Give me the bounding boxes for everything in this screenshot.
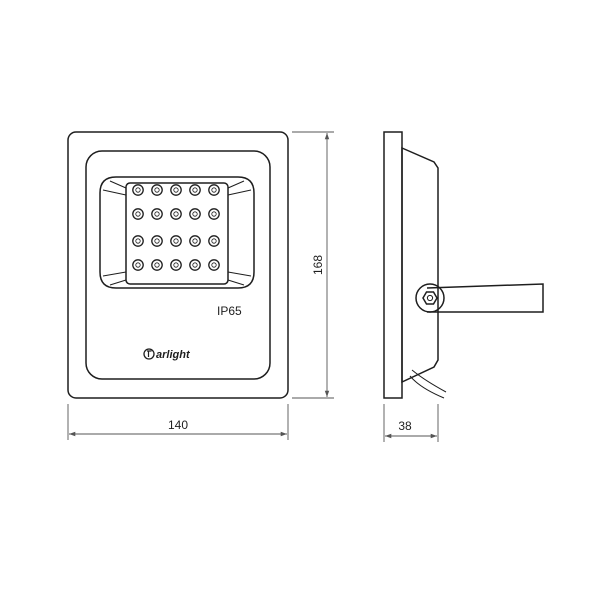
led [151,259,163,271]
width-dimension-label: 140 [168,418,188,432]
led-lens [135,262,141,268]
led-lens [192,262,198,268]
led-module [99,176,255,289]
brand-logo: arlight [143,348,191,361]
mounting-bracket [426,283,544,313]
led-lens [154,211,160,217]
bracket-nut [422,291,438,305]
led-lens [154,238,160,244]
led-lens [173,187,179,193]
led [132,208,144,220]
led-grid [132,184,220,271]
led [170,184,182,196]
led-lens [135,187,141,193]
led-module-frame [99,176,255,289]
led [170,235,182,247]
height-dimension: 168 [292,131,334,399]
led-lens [211,211,217,217]
led-lens [173,262,179,268]
led [208,259,220,271]
led [170,208,182,220]
power-cable [409,369,447,399]
front-view: IP65 arlight [67,131,289,399]
led-lens [211,187,217,193]
led [170,259,182,271]
led-lens [211,238,217,244]
led-lens [192,187,198,193]
side-view [383,131,544,399]
led [132,259,144,271]
led-lens [154,262,160,268]
led [189,184,201,196]
depth-dimension: 38 [383,404,439,442]
led [208,184,220,196]
side-body [401,146,439,384]
led [132,184,144,196]
brand-logo-text: arlight [156,349,191,361]
led-board [125,182,229,285]
bracket-pivot [415,283,445,313]
led [151,184,163,196]
led-lens [211,262,217,268]
width-dimension: 140 [67,404,289,440]
front-glass-panel [85,150,271,380]
led-lens [135,211,141,217]
height-dimension-label: 168 [311,255,325,275]
led-lens [192,238,198,244]
led-lens [173,238,179,244]
led [189,208,201,220]
led-lens [173,211,179,217]
led-lens [154,187,160,193]
led [132,235,144,247]
ip-rating-label: IP65 [217,304,242,318]
brand-logo-icon [143,348,155,360]
led [189,259,201,271]
led [151,208,163,220]
led [208,235,220,247]
led [189,235,201,247]
led-lens [135,238,141,244]
depth-dimension-label: 38 [398,419,412,433]
side-front-frame [383,131,403,399]
led [208,208,220,220]
led-lens [192,211,198,217]
led [151,235,163,247]
housing-outline [67,131,289,399]
